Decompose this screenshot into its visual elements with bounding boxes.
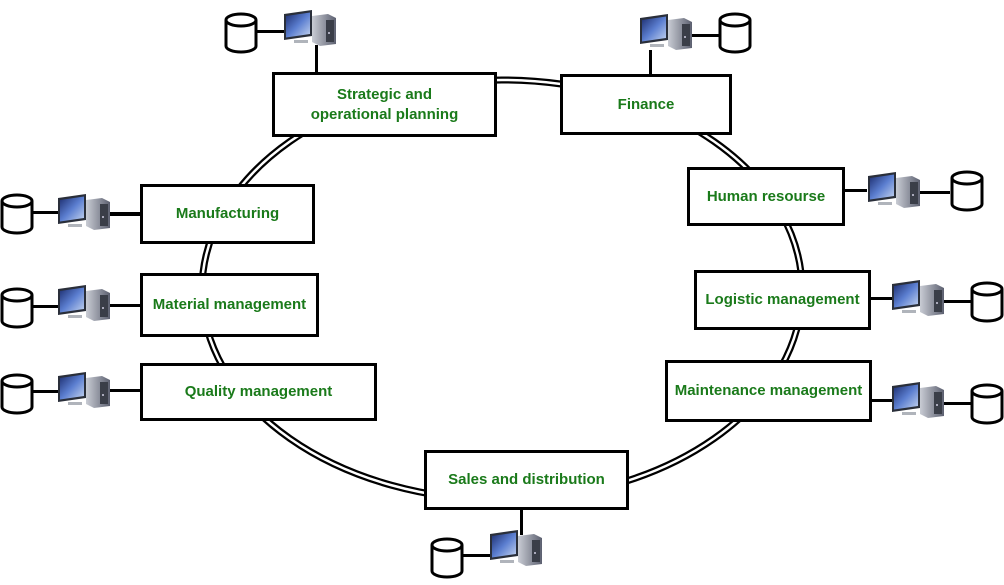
link-wire	[692, 34, 720, 37]
computer-icon	[56, 285, 112, 327]
link-wire	[944, 402, 974, 405]
database-icon	[718, 12, 752, 54]
link-wire	[520, 510, 523, 535]
database-icon	[970, 383, 1004, 425]
module-maintenance-management[interactable]: Maintenance management	[665, 360, 872, 422]
link-wire	[32, 390, 58, 393]
link-wire	[462, 554, 490, 557]
module-material-management[interactable]: Material management	[140, 273, 319, 337]
module-strategic-planning[interactable]: Strategic and operational planning	[272, 72, 497, 137]
computer-icon	[56, 194, 112, 236]
computer-icon	[866, 172, 922, 214]
link-wire	[30, 211, 58, 214]
link-wire	[871, 297, 893, 300]
computer-icon	[282, 10, 338, 52]
computer-icon	[488, 530, 544, 572]
module-logistic-management[interactable]: Logistic management	[694, 270, 871, 330]
link-wire	[943, 300, 973, 303]
link-wire	[32, 305, 58, 308]
database-icon	[950, 170, 984, 212]
database-icon	[0, 373, 34, 415]
module-sales-distribution[interactable]: Sales and distribution	[424, 450, 629, 510]
link-wire	[872, 399, 894, 402]
module-manufacturing[interactable]: Manufacturing	[140, 184, 315, 244]
database-icon	[0, 193, 34, 235]
database-icon	[430, 537, 464, 579]
database-icon	[224, 12, 258, 54]
link-wire	[256, 30, 284, 33]
link-wire	[845, 189, 867, 192]
link-wire	[110, 304, 140, 307]
computer-icon	[56, 372, 112, 414]
database-icon	[970, 281, 1004, 323]
link-wire	[649, 50, 652, 75]
link-wire	[110, 212, 142, 216]
module-quality-management[interactable]: Quality management	[140, 363, 377, 421]
database-icon	[0, 287, 34, 329]
link-wire	[315, 45, 318, 73]
module-finance[interactable]: Finance	[560, 74, 732, 135]
module-human-resource[interactable]: Human resourse	[687, 167, 845, 226]
computer-icon	[890, 382, 946, 424]
link-wire	[920, 191, 950, 194]
computer-icon	[638, 14, 694, 56]
link-wire	[110, 389, 140, 392]
computer-icon	[890, 280, 946, 322]
